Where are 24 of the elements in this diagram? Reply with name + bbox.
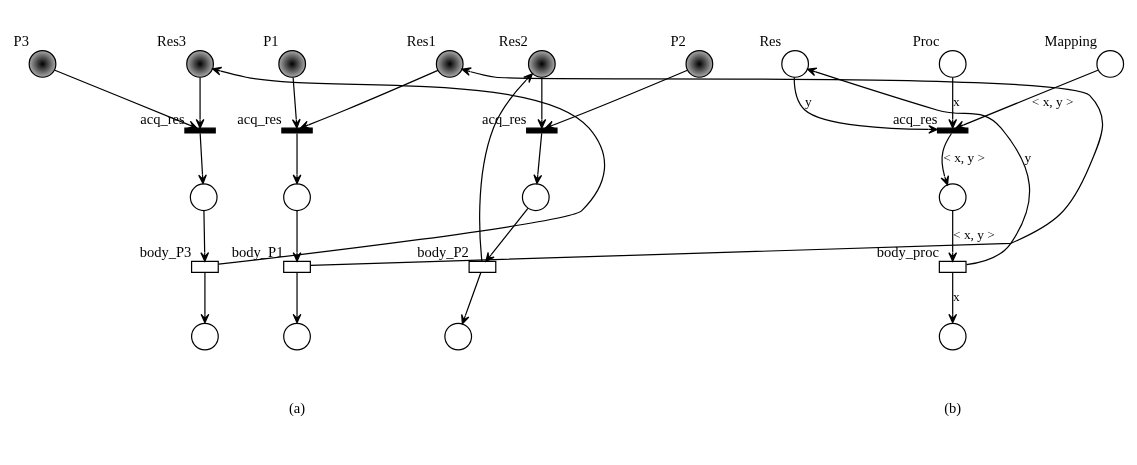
edge-label: < x, y > [1031,93,1074,109]
node-label: Mapping [1044,32,1098,49]
node-label: P2 [670,32,686,49]
node-label: Res3 [157,32,187,49]
edge-label: y [805,93,812,109]
node-label: acq_res [892,110,938,127]
node-label: body_P1 [231,243,284,260]
edge-label: < x, y > [943,149,986,165]
edge-label: x [952,288,960,304]
node-label: P3 [13,32,29,49]
node-label: Res1 [406,32,436,49]
edge-label: y [1024,149,1032,165]
node-label: Res [759,32,782,49]
label: (a) [288,399,306,416]
node-label: P1 [263,32,279,49]
edge-label: < x, y > [953,226,995,242]
node-label: body_P3 [139,243,192,260]
node-label: body_proc [876,243,939,260]
node-label: acq_res [237,110,282,127]
label: (b) [944,399,962,416]
node-label: body_P2 [417,243,469,260]
node-label: Res2 [498,32,528,49]
edge-label: x [952,93,960,109]
node-label: Proc [912,32,940,49]
